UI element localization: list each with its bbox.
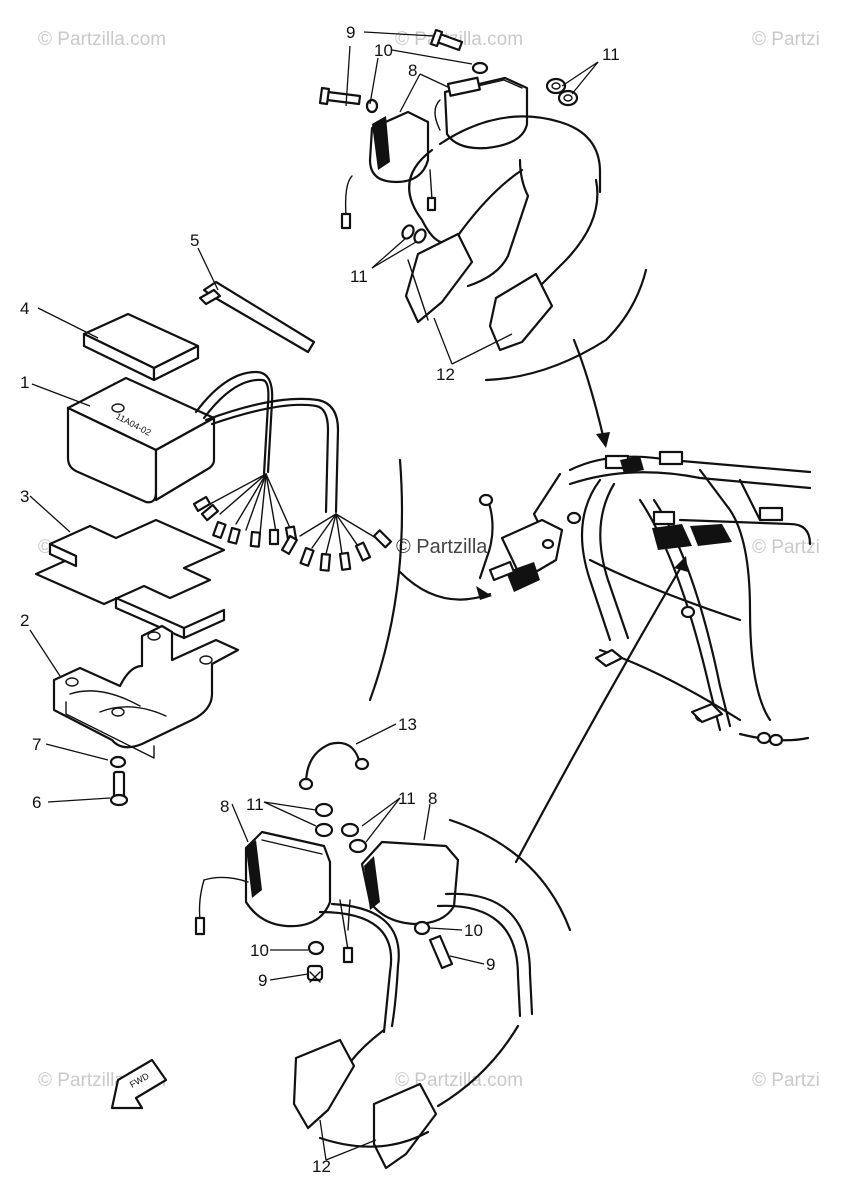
callout-11-top-right: 11 (602, 45, 620, 64)
ht-lead-bottom-3 (436, 904, 522, 1018)
ht-lead-bottom-2 (330, 902, 400, 1028)
wiring-harness (192, 370, 393, 572)
bottom-coil-assembly (194, 741, 572, 1170)
ht-lead-bottom-1 (318, 910, 393, 1034)
ht-lead-bottom-6 (436, 1024, 520, 1108)
washer-bottom-left (307, 940, 325, 956)
nut-bottom-1 (314, 802, 334, 818)
watermark-bottom-right: © Partzi (752, 1070, 820, 1091)
arrow-head-top (596, 432, 610, 448)
nut-pair-top-right (545, 77, 579, 107)
plug-cap-bottom-2 (372, 1082, 438, 1170)
cdi-unit-1: 11A04-02 (66, 376, 216, 504)
watermark-top-center: © Partzilla.com (395, 29, 523, 50)
ignition-coil-bottom-right (347, 840, 460, 931)
ignition-coil-bottom-left (194, 830, 354, 964)
arrow-to-frame-top (572, 338, 606, 442)
bolt-bottom-left (306, 964, 324, 983)
bracket-bottom-right (448, 818, 572, 932)
bolt-top-upper (429, 28, 464, 52)
washer-top-2 (365, 98, 379, 114)
motorcycle-frame (532, 450, 812, 747)
bolt-top-left (318, 86, 362, 106)
callout-8-bottom-left: 8 (220, 797, 229, 816)
washer-bottom-right (413, 920, 431, 936)
callout-10-top: 10 (374, 41, 393, 60)
callout-8-top: 8 (408, 61, 417, 80)
plug-cap-top-1 (404, 232, 474, 324)
callout-9-top: 9 (346, 23, 355, 42)
ht-lead-top-2 (438, 115, 602, 194)
callout-2: 2 (20, 611, 29, 630)
washer-top-1 (471, 61, 489, 75)
screw-6 (109, 770, 129, 807)
nut-bottom-3 (340, 822, 360, 838)
callout-5: 5 (190, 231, 199, 250)
bracket-top (484, 268, 648, 382)
plug-cap-bottom-1 (292, 1038, 356, 1130)
callout-11-bottom-left: 11 (246, 795, 264, 814)
mounting-bracket-2 (52, 624, 240, 759)
bolt-bottom-right (428, 934, 454, 970)
ignition-coil-top-front (340, 110, 437, 230)
callout-13: 13 (398, 715, 417, 734)
callout-8-bottom-right: 8 (428, 789, 437, 808)
frame-bracket-left (368, 458, 404, 702)
callout-9-bottom-left: 9 (258, 971, 267, 990)
arrow-to-frame-bottom (514, 560, 686, 864)
nut-bottom-4 (348, 838, 368, 854)
callout-12-top: 12 (436, 365, 455, 384)
watermark-top-left: © Partzilla.com (38, 29, 166, 50)
top-coil-assembly (318, 28, 648, 382)
callout-3: 3 (20, 487, 29, 506)
nut-bottom-2 (314, 822, 334, 838)
callout-leaders (29, 31, 599, 1161)
watermark-mid-center: © Partzilla (396, 536, 488, 558)
callout-6: 6 (32, 793, 41, 812)
watermark-top-right: © Partzi (752, 29, 820, 50)
callout-7: 7 (32, 735, 41, 754)
callout-12-bottom: 12 (312, 1157, 331, 1176)
cable-tie-5 (198, 280, 316, 354)
rubber-plate-3 (34, 518, 226, 640)
bracket-bottom-12 (318, 1130, 430, 1148)
washer-7 (109, 755, 127, 769)
caps-top-lower (401, 224, 427, 244)
callout-11-top-left: 11 (350, 267, 368, 286)
watermark-mid-right: © Partzi (752, 537, 820, 558)
arrow-to-frame-left (398, 570, 492, 601)
cdi-unit-group: 11A04-02 (34, 280, 393, 807)
fwd-arrow: FWD (110, 1058, 168, 1110)
callout-10-bottom-right: 10 (464, 921, 483, 940)
watermark-bottom-center: © Partzilla.com (395, 1070, 523, 1091)
plug-cap-top-2 (488, 272, 554, 352)
callout-numbers: 9 10 8 11 11 12 5 4 1 3 2 7 6 13 8 11 11… (20, 23, 620, 1176)
ht-lead-top-3 (466, 158, 530, 288)
cdi-on-frame (478, 493, 582, 592)
cushion-pad-4 (82, 312, 200, 382)
ht-lead-bottom-4 (444, 892, 534, 1016)
frame-location-view (368, 338, 812, 864)
lead-wire-13 (298, 741, 370, 791)
callout-1: 1 (20, 373, 29, 392)
callout-10-bottom-left: 10 (250, 941, 269, 960)
callout-4: 4 (20, 299, 29, 318)
callout-9-bottom-right: 9 (486, 955, 495, 974)
arrow-head-left (476, 586, 492, 600)
callout-11-bottom-right: 11 (398, 789, 416, 808)
